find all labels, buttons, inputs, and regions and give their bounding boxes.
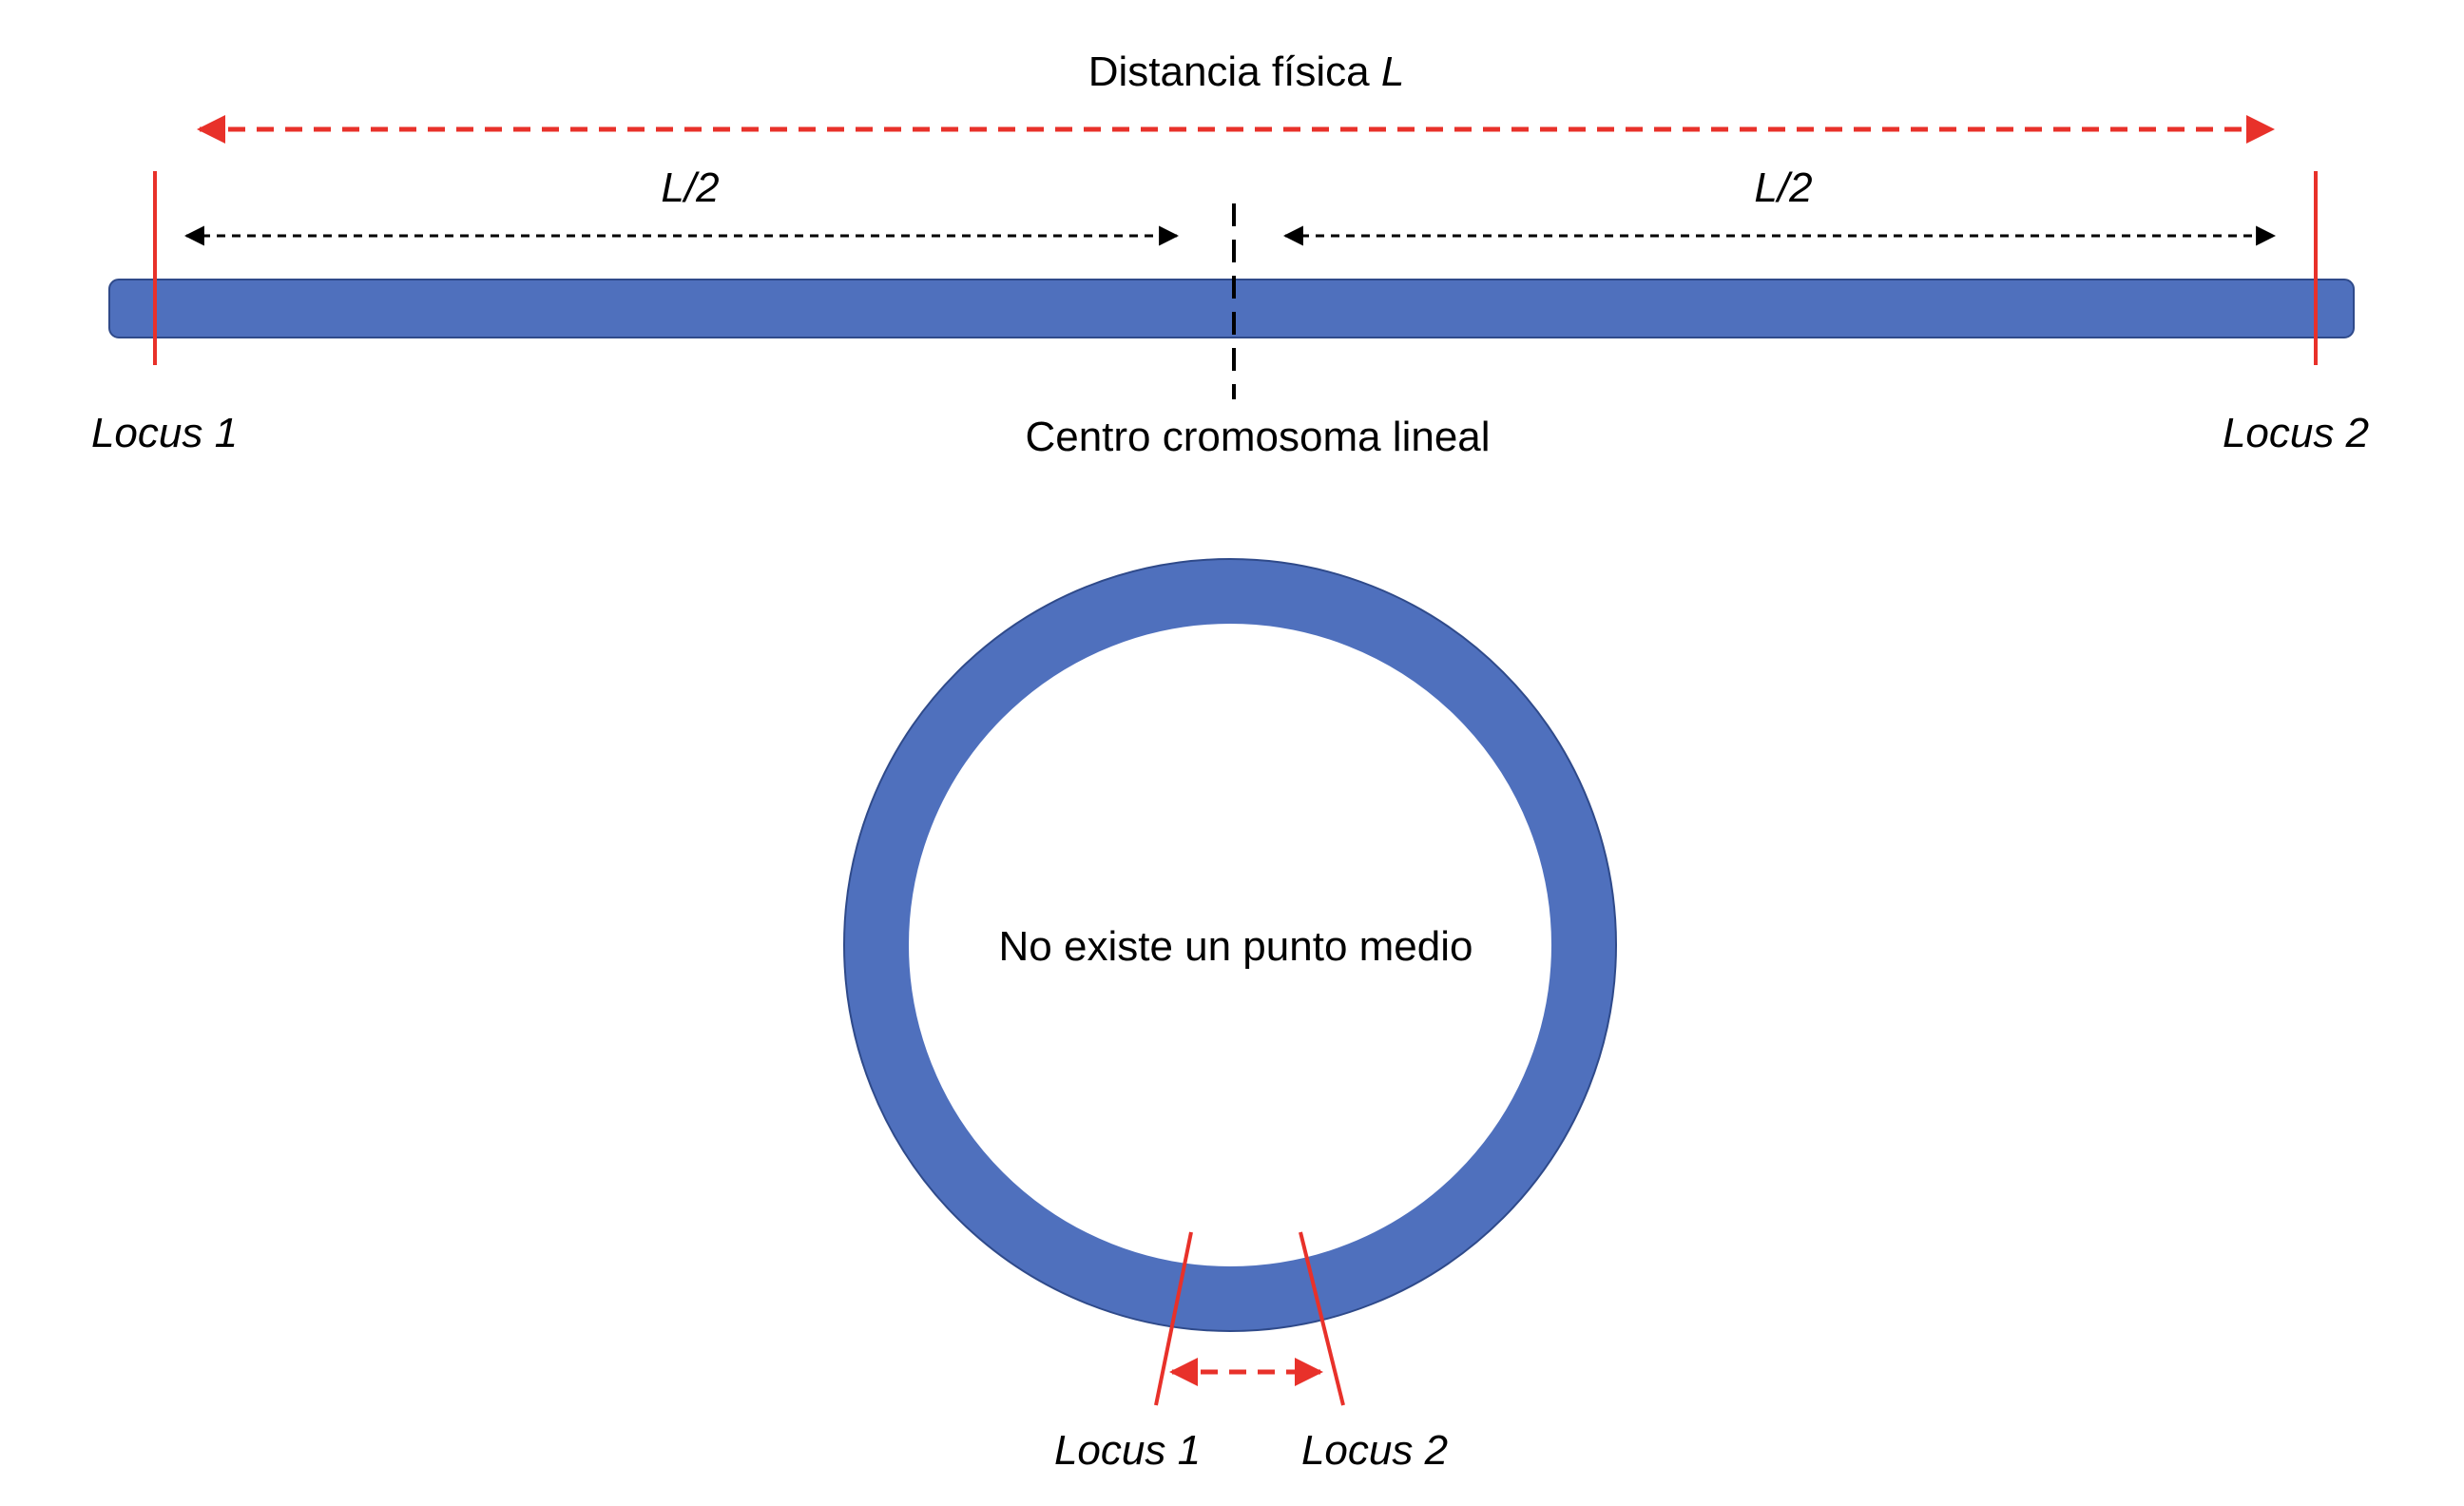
linear-center-label: Centro cromosoma lineal — [1025, 414, 1490, 460]
circular-locus1-marker — [1154, 1231, 1193, 1406]
no-midpoint-label: No existe un punto medio — [999, 923, 1473, 970]
half-distance-right-label: L/2 — [1754, 164, 1812, 211]
circular-locus2-label: Locus 2 — [1301, 1427, 1448, 1474]
linear-chromosome-bar — [108, 279, 2355, 338]
physical-distance-title: Distancia física L — [1088, 48, 1405, 95]
circular-locus2-marker — [1299, 1231, 1345, 1406]
linear-locus2-label: Locus 2 — [2223, 410, 2369, 456]
circular-locus1-label: Locus 1 — [1054, 1427, 1201, 1474]
circular-chromosome-ring — [844, 559, 1616, 1331]
linear-locus1-label: Locus 1 — [91, 410, 238, 456]
circular-ring-outer-edge — [843, 558, 1617, 1332]
half-distance-left-label: L/2 — [661, 164, 719, 211]
